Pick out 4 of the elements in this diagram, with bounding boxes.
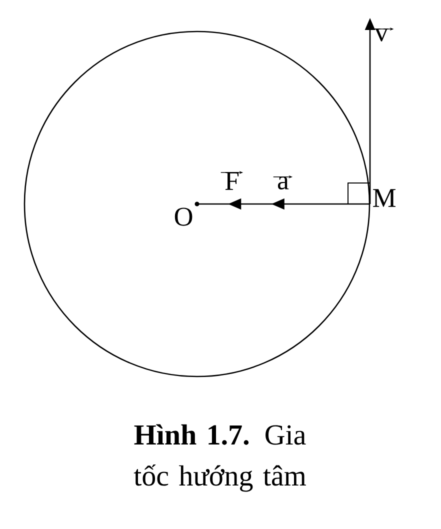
node-label: O [174,208,192,226]
point-label: M [373,189,396,207]
figure-caption: Hình 1.7. Gia tốc hướng tâm [134,424,306,492]
center-point: O [174,202,200,226]
